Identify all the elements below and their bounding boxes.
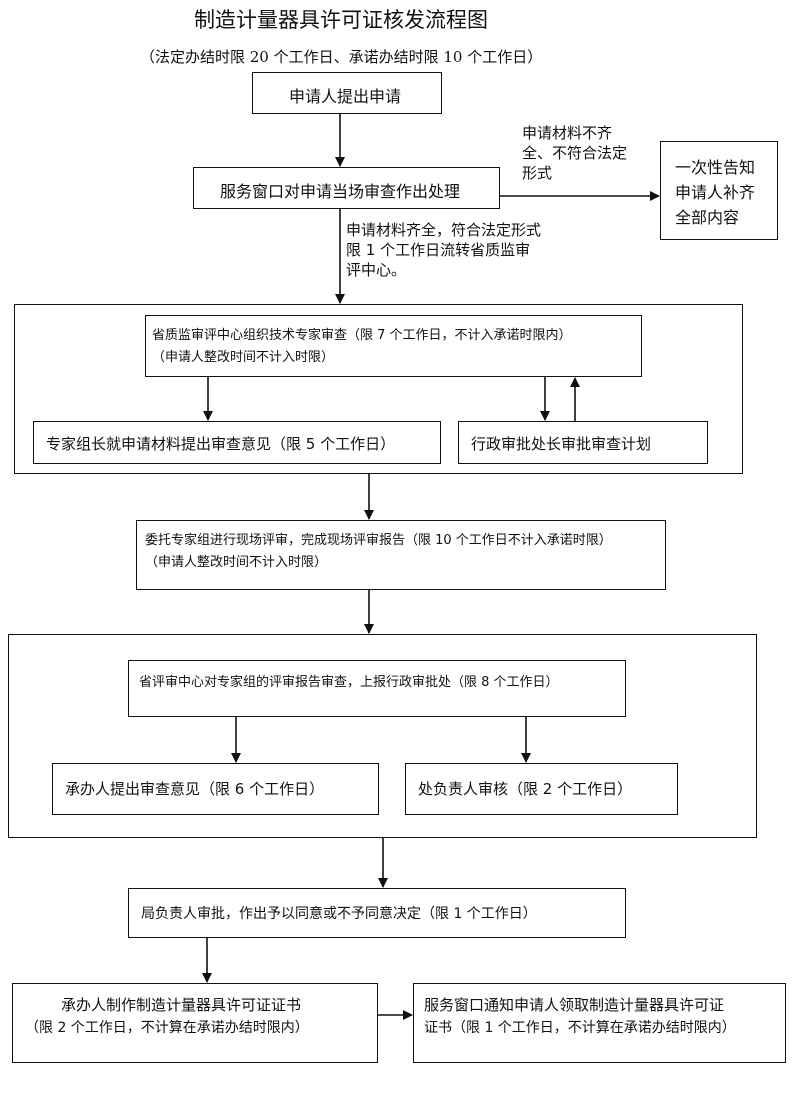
apply-box: 申请人提出申请 — [252, 72, 442, 114]
admin-plan-box: 行政审批处长审批审查计划 — [458, 421, 708, 464]
expert-opinion-text: 专家组长就申请材料提出审查意见（限 5 个工作日） — [46, 435, 396, 453]
complete-note-line-1: 申请材料齐全，符合法定形式 — [346, 221, 542, 239]
notify-collect-line-2: 证书（限 1 个工作日，不计算在承诺办结时限内） — [424, 1020, 736, 1036]
onsite-review-line-2: （申请人整改时间不计入时限） — [145, 555, 328, 570]
notify-collect-line-1: 服务窗口通知申请人领取制造计量器具许可证 — [424, 996, 725, 1014]
make-certificate-line-1: 承办人制作制造计量器具许可证证书 — [61, 996, 302, 1014]
notify-supplement-box: 一次性告知 申请人补齐 全部内容 — [660, 141, 778, 240]
onsite-review-line-1: 委托专家组进行现场评审，完成现场评审报告（限 10 个工作日不计入承诺时限） — [145, 533, 612, 548]
tech-review-line-1: 省质监审评中心组织技术专家审查（限 7 个工作日，不计入承诺时限内） — [152, 328, 572, 343]
complete-note-line-2: 限 1 个工作日流转省质监审 — [346, 241, 531, 259]
center-review-text: 省评审中心对专家组的评审报告审查，上报行政审批处（限 8 个工作日） — [139, 675, 559, 690]
incomplete-note-line-2: 全、不符合法定 — [522, 144, 628, 162]
notify-supplement-line-3: 全部内容 — [675, 208, 740, 227]
center-review-group-frame — [8, 634, 757, 838]
incomplete-note-line-1: 申请材料不齐 — [522, 124, 613, 142]
make-certificate-box: 承办人制作制造计量器具许可证证书 （限 2 个工作日，不计算在承诺办结时限内） — [12, 983, 378, 1063]
tech-review-line-2: （申请人整改时间不计入时限） — [152, 350, 335, 365]
bureau-decision-text: 局负责人审批，作出予以同意或不予同意决定（限 1 个工作日） — [141, 906, 537, 922]
handler-opinion-box: 承办人提出审查意见（限 6 个工作日） — [52, 763, 379, 815]
apply-text: 申请人提出申请 — [289, 87, 402, 106]
tech-review-group-frame — [14, 304, 743, 474]
notify-collect-box: 服务窗口通知申请人领取制造计量器具许可证 证书（限 1 个工作日，不计算在承诺办… — [413, 983, 786, 1063]
chief-review-box: 处负责人审核（限 2 个工作日） — [405, 763, 678, 815]
notify-supplement-line-1: 一次性告知 — [675, 158, 756, 177]
handler-opinion-text: 承办人提出审查意见（限 6 个工作日） — [65, 780, 325, 798]
expert-opinion-box: 专家组长就申请材料提出审查意见（限 5 个工作日） — [33, 421, 441, 464]
bureau-decision-box: 局负责人审批，作出予以同意或不予同意决定（限 1 个工作日） — [128, 888, 626, 938]
make-certificate-line-2: （限 2 个工作日，不计算在承诺办结时限内） — [25, 1020, 309, 1036]
window-check-text: 服务窗口对申请当场审查作出处理 — [220, 182, 461, 201]
notify-supplement-line-2: 申请人补齐 — [675, 183, 756, 202]
tech-review-box: 省质监审评中心组织技术专家审查（限 7 个工作日，不计入承诺时限内） （申请人整… — [145, 315, 642, 377]
diagram-subtitle: （法定办结时限 20 个工作日、承诺办结时限 10 个工作日） — [140, 48, 543, 66]
admin-plan-text: 行政审批处长审批审查计划 — [471, 435, 652, 453]
incomplete-note-line-3: 形式 — [522, 164, 553, 182]
onsite-review-box: 委托专家组进行现场评审，完成现场评审报告（限 10 个工作日不计入承诺时限） （… — [136, 520, 666, 590]
center-review-box: 省评审中心对专家组的评审报告审查，上报行政审批处（限 8 个工作日） — [128, 660, 626, 717]
complete-note-line-3: 评中心。 — [346, 261, 407, 279]
window-check-box: 服务窗口对申请当场审查作出处理 — [193, 167, 500, 209]
diagram-title: 制造计量器具许可证核发流程图 — [194, 8, 488, 32]
chief-review-text: 处负责人审核（限 2 个工作日） — [418, 780, 633, 798]
